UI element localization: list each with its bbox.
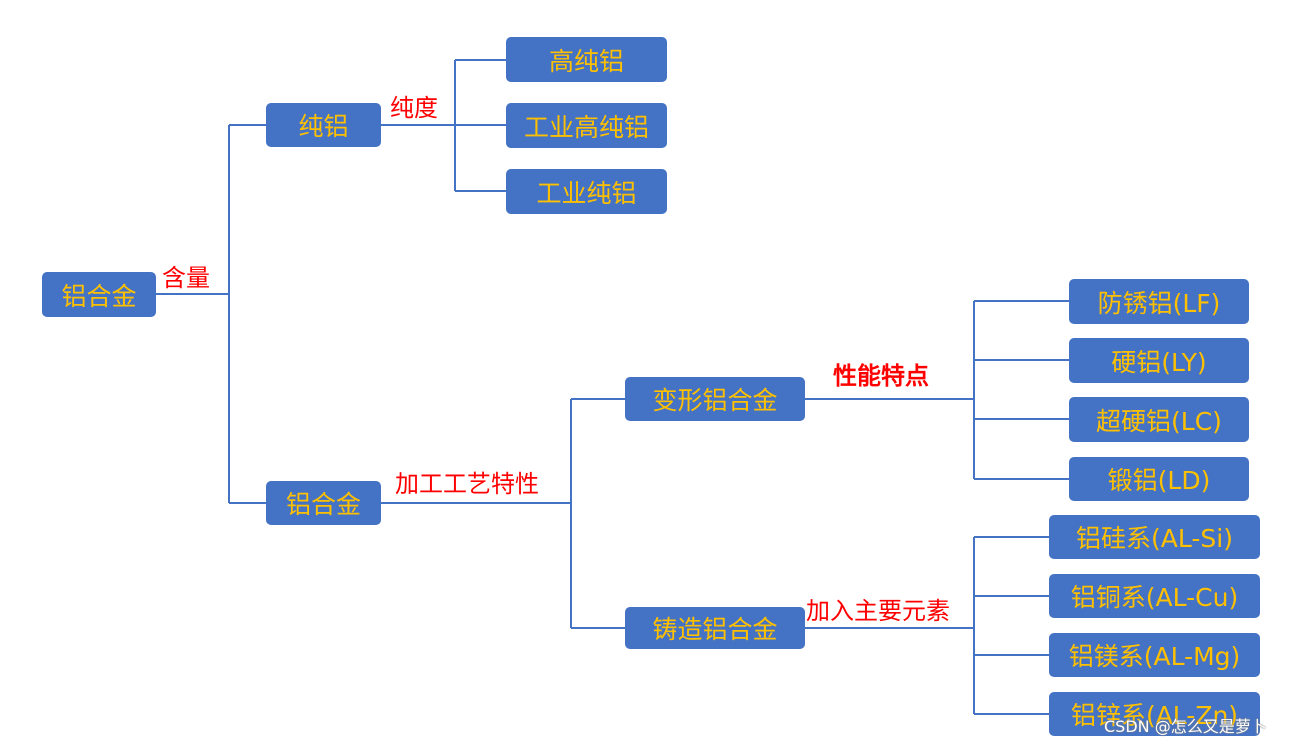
node-al-mg: 铝镁系(AL-Mg) [1049,633,1260,677]
node-al-zn: 铝锌系(AL-Zn) [1049,692,1260,736]
node-ly: 硬铝(LY) [1069,338,1249,383]
node-cast-aluminum-alloy: 铸造铝合金 [625,607,805,649]
watermark: CSDN @怎么又是萝卜 [1104,717,1267,736]
node-pure-aluminum: 纯铝 [266,103,381,147]
node-al-si: 铝硅系(AL-Si) [1049,515,1260,559]
node-high-pure-aluminum: 高纯铝 [506,37,667,82]
node-ld: 锻铝(LD) [1069,457,1249,501]
edge-label-content: 含量 [162,264,210,292]
edge-label-purity: 纯度 [390,94,438,122]
node-al-cu: 铝铜系(AL-Cu) [1049,574,1260,618]
node-industrial-pure-aluminum: 工业纯铝 [506,169,667,214]
edge-label-performance: 性能特点 [833,362,929,390]
node-lc: 超硬铝(LC) [1069,397,1249,442]
edge-label-elements: 加入主要元素 [806,597,950,625]
edge-label-process: 加工工艺特性 [395,470,539,498]
node-wrought-aluminum-alloy: 变形铝合金 [625,377,805,421]
node-root-aluminum-alloy: 铝合金 [42,272,156,317]
node-industrial-high-pure-aluminum: 工业高纯铝 [506,103,667,148]
node-lf: 防锈铝(LF) [1069,279,1249,324]
node-aluminum-alloy: 铝合金 [266,481,381,525]
